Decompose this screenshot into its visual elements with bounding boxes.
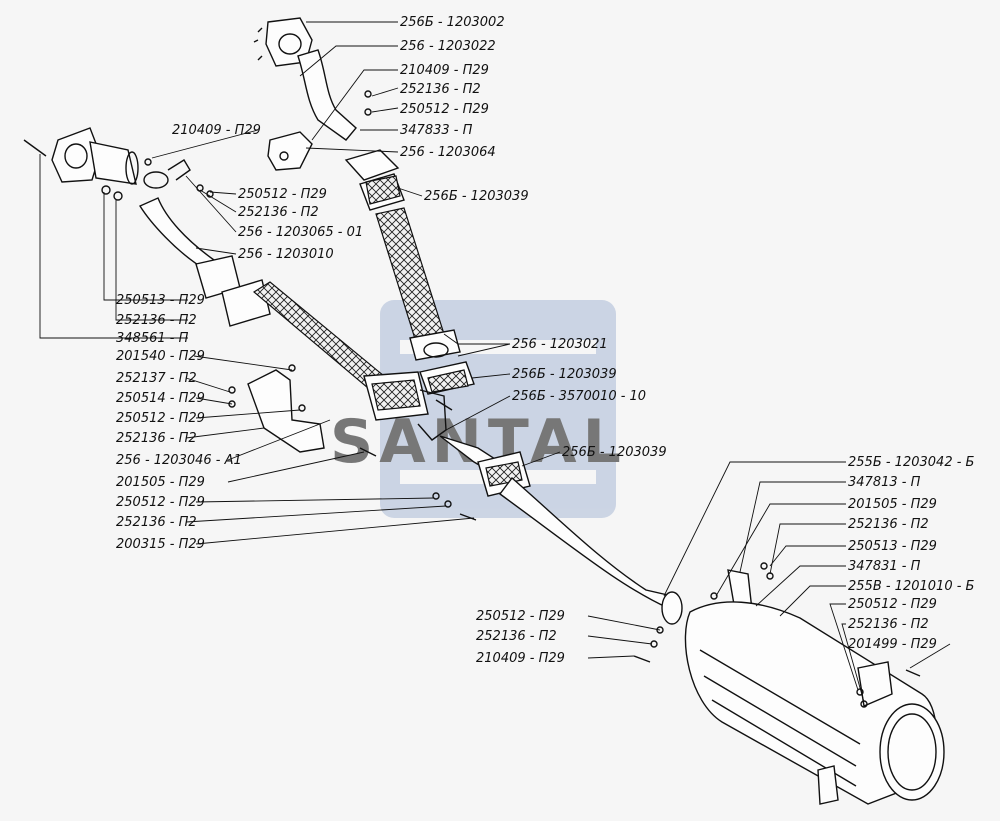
callout-label: 210409 - П29 bbox=[476, 651, 565, 666]
muffler-inlet-collar bbox=[661, 591, 683, 625]
callout-label: 210409 - П29 bbox=[172, 123, 261, 138]
right-flange-joint bbox=[344, 149, 405, 211]
callout-label: 256Б - 3570010 - 10 bbox=[512, 389, 646, 404]
callout-label: 250512 - П29 bbox=[116, 495, 205, 510]
callout-label: 256 - 1203046 - А1 bbox=[116, 453, 242, 468]
muffler bbox=[684, 601, 945, 805]
callout-label: 252136 - П2 bbox=[116, 515, 197, 530]
callout-label: 256 - 1203022 bbox=[400, 39, 496, 54]
left-manifold-flange bbox=[51, 127, 139, 185]
callout-label: 250512 - П29 bbox=[400, 102, 489, 117]
left-intake-pipe bbox=[138, 197, 216, 271]
callout-label: 250512 - П29 bbox=[476, 609, 565, 624]
callout-label: 252136 - П2 bbox=[400, 82, 481, 97]
muffler-drain bbox=[817, 765, 839, 805]
callout-label: 250513 - П29 bbox=[116, 293, 205, 308]
callout-label: 250512 - П29 bbox=[238, 187, 327, 202]
clamp-ring-tab bbox=[167, 159, 191, 181]
callout-label: 250513 - П29 bbox=[848, 539, 937, 554]
callout-label: 252136 - П2 bbox=[238, 205, 319, 220]
callout-label: 255В - 1201010 - Б bbox=[848, 579, 975, 594]
right-lower-joint bbox=[419, 361, 475, 395]
central-junction bbox=[363, 371, 453, 441]
callout-label: 201499 - П29 bbox=[848, 637, 937, 652]
bracket-1203064 bbox=[267, 131, 313, 171]
callout-label: 256 - 1203064 bbox=[400, 145, 496, 160]
clamp-ring bbox=[143, 171, 169, 189]
callout-label: 252136 - П2 bbox=[476, 629, 557, 644]
callout-label: 252136 - П2 bbox=[848, 517, 929, 532]
callout-label: 201540 - П29 bbox=[116, 349, 205, 364]
callout-labels: 256Б - 1203002 256 - 1203022 210409 - П2… bbox=[116, 15, 975, 666]
callout-label: 201505 - П29 bbox=[848, 497, 937, 512]
callout-label: 348561 - П bbox=[116, 331, 189, 346]
callout-label: 256Б - 1203039 bbox=[512, 367, 617, 382]
callout-label: 252137 - П2 bbox=[116, 371, 197, 386]
callout-label: 347831 - П bbox=[848, 559, 921, 574]
callout-label: 347833 - П bbox=[400, 123, 473, 138]
callout-label: 252136 - П2 bbox=[116, 313, 197, 328]
callout-label: 210409 - П29 bbox=[400, 63, 489, 78]
right-intake-pipe bbox=[297, 49, 357, 141]
callout-label: 256 - 1203065 - 01 bbox=[238, 225, 363, 240]
callout-label: 255Б - 1203042 - Б bbox=[848, 455, 975, 470]
callout-label: 250512 - П29 bbox=[116, 411, 205, 426]
callout-label: 256Б - 1203002 bbox=[400, 15, 505, 30]
callout-label: 256Б - 1203039 bbox=[562, 445, 667, 460]
watermark-text: SANTAL bbox=[330, 407, 627, 477]
callout-label: 256 - 1203010 bbox=[238, 247, 334, 262]
callout-label: 256 - 1203021 bbox=[512, 337, 608, 352]
callout-label: 347813 - П bbox=[848, 475, 921, 490]
muffler-outlet bbox=[879, 703, 945, 801]
callout-label: 250512 - П29 bbox=[848, 597, 937, 612]
callout-label: 252136 - П2 bbox=[848, 617, 929, 632]
callout-label: 250514 - П29 bbox=[116, 391, 205, 406]
callout-label: 201505 - П29 bbox=[116, 475, 205, 490]
callout-label: 252136 - П2 bbox=[116, 431, 197, 446]
callout-label: 200315 - П29 bbox=[116, 537, 205, 552]
leader-lines bbox=[39, 21, 951, 703]
exhaust-parts bbox=[23, 17, 945, 805]
callout-label: 256Б - 1203039 bbox=[424, 189, 529, 204]
